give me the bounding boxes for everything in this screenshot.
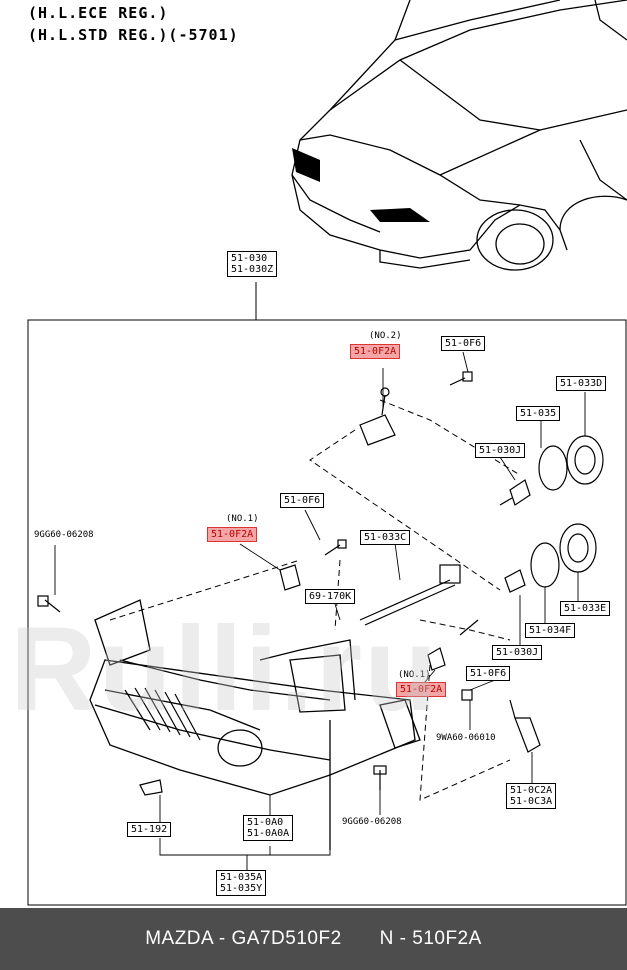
label-part-033c: 51-033C bbox=[360, 530, 411, 545]
label-bolt-left: 9GG60-06208 bbox=[34, 530, 94, 540]
label-no2: (NO.2) bbox=[369, 331, 402, 341]
label-part-170k: 69-170K bbox=[305, 589, 356, 604]
footer-bar: MAZDA - GA7D510F2 N - 510F2A bbox=[0, 908, 627, 970]
watermark: Rulli.ru bbox=[10, 602, 440, 736]
label-part-0f2a-top: 51-0F2A bbox=[350, 344, 401, 359]
label-part-0c2a: 51-0C2A 51-0C3A bbox=[506, 783, 557, 809]
label-part-033e: 51-033E bbox=[560, 601, 611, 616]
label-part-0f6-mid: 51-0F6 bbox=[280, 493, 325, 508]
label-part-0f2a-left: 51-0F2A bbox=[207, 527, 258, 542]
label-part-0f6-right: 51-0F6 bbox=[466, 666, 511, 681]
label-no1-right: (NO.1) bbox=[398, 670, 431, 680]
footer-code: N - 510F2A bbox=[379, 928, 482, 949]
label-part-030j-bottom: 51-030J bbox=[492, 645, 543, 660]
label-part-192: 51-192 bbox=[127, 822, 172, 837]
label-part-034f: 51-034F bbox=[525, 623, 576, 638]
footer-part-number: MAZDA - GA7D510F2 bbox=[145, 928, 342, 949]
label-bolt-bottom: 9GG60-06208 bbox=[342, 817, 402, 827]
label-part-035: 51-035 bbox=[516, 406, 561, 421]
label-part-030j-top: 51-030J bbox=[475, 443, 526, 458]
label-nut: 9WA60-06010 bbox=[436, 733, 496, 743]
diagram-drawing bbox=[27, 0, 627, 906]
header-line-1: (H.L.ECE REG.) bbox=[28, 4, 169, 22]
header-line-2: (H.L.STD REG.)(-5701) bbox=[28, 26, 239, 44]
label-part-033d: 51-033D bbox=[556, 376, 607, 391]
label-part-0f6-top: 51-0F6 bbox=[441, 336, 486, 351]
label-part-0a0: 51-0A0 51-0A0A bbox=[243, 815, 294, 841]
label-part-0f2a-right: 51-0F2A bbox=[396, 682, 447, 697]
parts-diagram: (H.L.ECE REG.) (H.L.STD REG.)(-5701) 51-… bbox=[10, 0, 627, 906]
label-no1-left: (NO.1) bbox=[226, 514, 259, 524]
label-part-035a: 51-035A 51-035Y bbox=[216, 870, 267, 896]
label-assy: 51-030 51-030Z bbox=[227, 251, 278, 277]
